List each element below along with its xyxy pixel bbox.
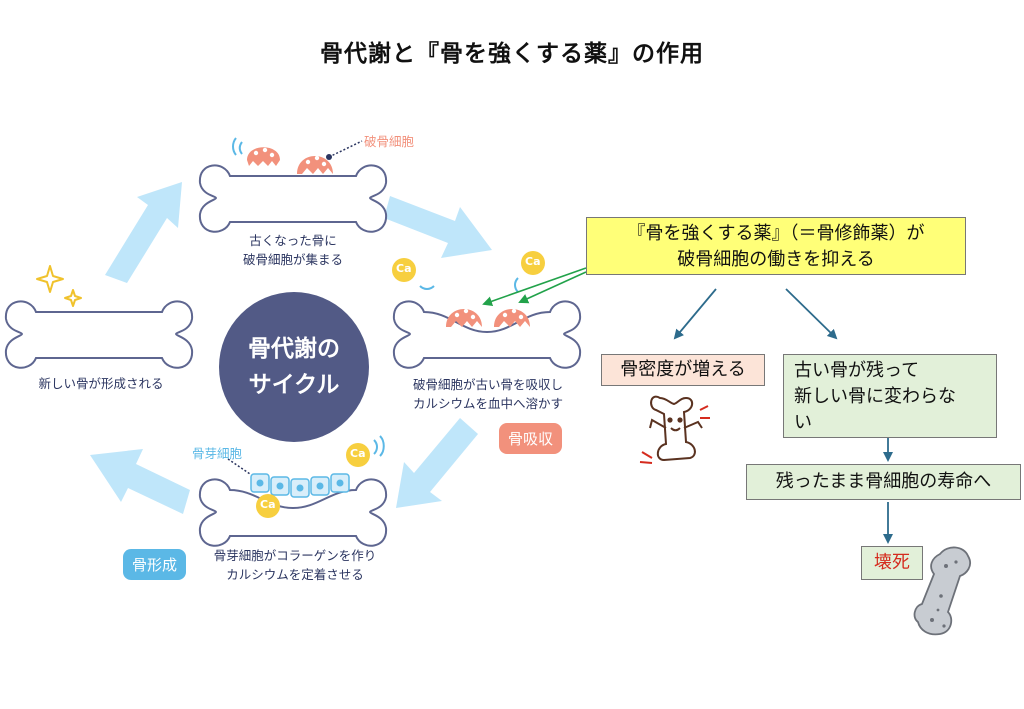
cycle-arrows bbox=[90, 182, 492, 514]
center-line2: サイクル bbox=[248, 372, 340, 398]
caption-bottom: 骨芽細胞がコラーゲンを作り カルシウムを定着させる bbox=[202, 546, 388, 584]
bone-top bbox=[198, 164, 388, 233]
drug-effect-box: 『骨を強くする薬』（＝骨修飾薬）が 破骨細胞の働きを抑える bbox=[586, 217, 966, 275]
remain-line1: 古い骨が残って bbox=[794, 360, 920, 381]
caption-bottom-line1: 骨芽細胞がコラーゲンを作り bbox=[213, 548, 377, 563]
green-arrow-1 bbox=[482, 267, 587, 307]
caption-top-line2: 破骨細胞が集まる bbox=[242, 252, 343, 267]
arrow-to-density bbox=[673, 288, 717, 340]
calcium-label: Ca bbox=[260, 498, 276, 511]
caption-right: 破骨細胞が古い骨を吸収し カルシウムを血中へ溶かす bbox=[402, 375, 574, 413]
calcium-icon-right-2 bbox=[521, 251, 545, 275]
strong-bone-sparks bbox=[639, 405, 710, 464]
cycle-center-circle: 骨代謝の サイクル bbox=[219, 292, 369, 442]
green-arrow-2 bbox=[518, 271, 587, 304]
necrotic-bone-spots bbox=[930, 560, 958, 628]
calcium-icon-bottom-2 bbox=[256, 494, 280, 518]
drug-line1: 『骨を強くする薬』（＝骨修飾薬）が bbox=[627, 223, 925, 244]
bone-density-box: 骨密度が増える bbox=[601, 354, 765, 386]
osteoclast-top-1 bbox=[247, 147, 280, 166]
osteoclast-top-2 bbox=[297, 155, 333, 174]
osteoclast-label: 破骨細胞 bbox=[364, 134, 415, 149]
caption-top: 古くなった骨に 破骨細胞が集まる bbox=[233, 231, 353, 269]
bone-bottom bbox=[198, 478, 388, 547]
bone-right bbox=[392, 300, 582, 369]
remain-line2: 新しい骨に変わらな bbox=[794, 386, 956, 407]
strong-bone-arms bbox=[649, 417, 703, 432]
strong-bone-icon bbox=[650, 395, 696, 462]
old-bone-remains-box: 古い骨が残って 新しい骨に変わらな い bbox=[783, 354, 997, 438]
cycle-arrow-top-left bbox=[105, 182, 182, 283]
arrow-to-remain bbox=[785, 288, 838, 340]
calcium-label: Ca bbox=[396, 262, 412, 275]
caption-right-line1: 破骨細胞が古い骨を吸収し bbox=[412, 377, 563, 392]
sparkle-icon bbox=[36, 265, 82, 307]
cell-lifespan-box: 残ったまま骨細胞の寿命へ bbox=[746, 464, 1021, 500]
cycle-arrow-bottom-right bbox=[396, 418, 478, 508]
necrosis-box: 壊死 bbox=[861, 546, 923, 580]
caption-right-line2: カルシウムを血中へ溶かす bbox=[412, 396, 563, 411]
calcium-label: Ca bbox=[350, 447, 366, 460]
calcium-icon-right-1 bbox=[392, 258, 416, 282]
drug-line2: 破骨細胞の働きを抑える bbox=[677, 249, 875, 270]
osteoclast-right-1 bbox=[446, 308, 482, 327]
caption-left: 新しい骨が形成される bbox=[38, 376, 164, 391]
osteoblast-label: 骨芽細胞 bbox=[192, 446, 243, 461]
caption-bottom-line2: カルシウムを定着させる bbox=[226, 567, 364, 582]
bone-left bbox=[4, 300, 194, 369]
calcium-label: Ca bbox=[525, 255, 541, 268]
page-title: 骨代謝と『骨を強くする薬』の作用 bbox=[320, 41, 704, 67]
cycle-arrow-top-right bbox=[384, 196, 492, 258]
caption-top-line1: 古くなった骨に bbox=[249, 233, 337, 248]
calcium-icon-bottom-1 bbox=[346, 443, 370, 467]
remain-line3: い bbox=[794, 412, 812, 433]
necrotic-bone-icon bbox=[913, 546, 972, 636]
center-line1: 骨代謝の bbox=[248, 336, 340, 362]
resorption-badge: 骨吸収 bbox=[499, 423, 563, 454]
formation-badge: 骨形成 bbox=[123, 549, 187, 580]
cycle-arrow-bottom-left bbox=[90, 449, 190, 514]
osteoclast-right-2 bbox=[494, 308, 530, 327]
